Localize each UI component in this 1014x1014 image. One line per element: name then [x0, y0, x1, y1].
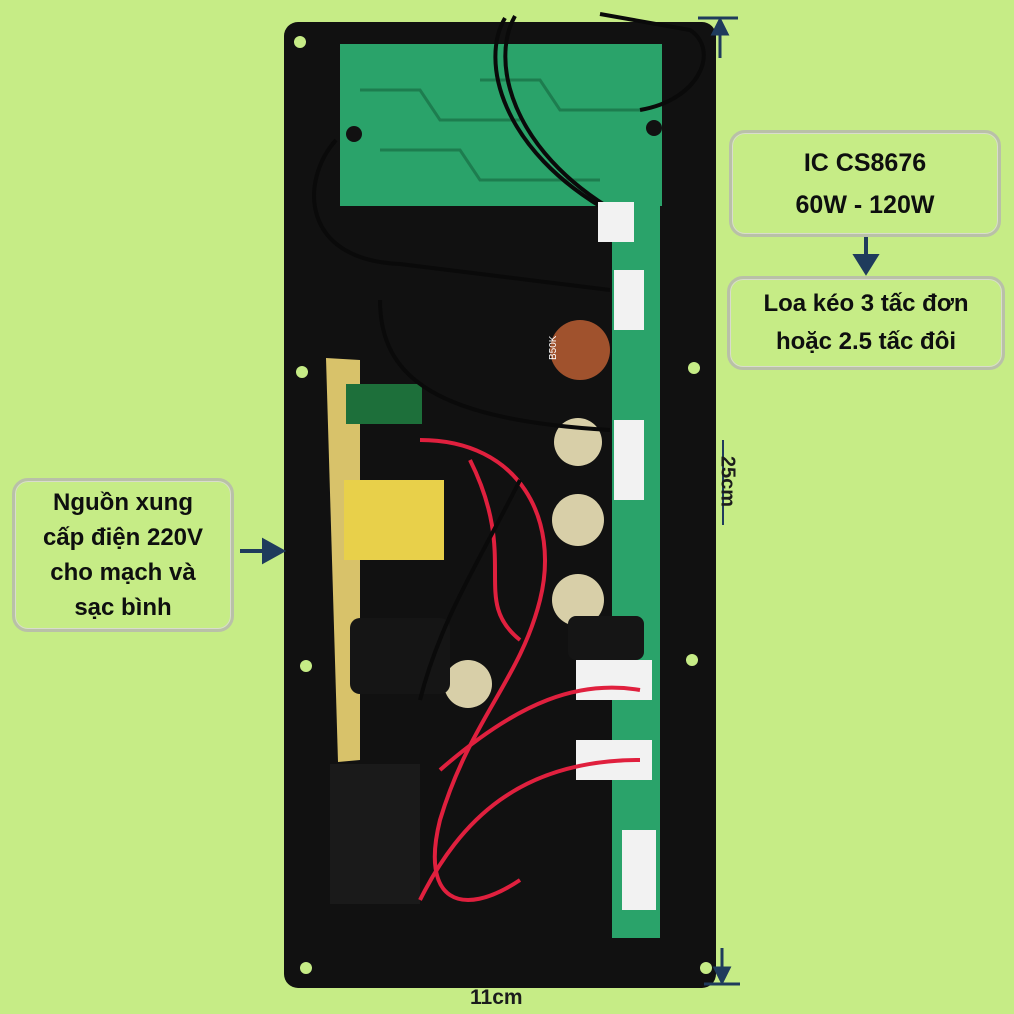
red-wires [418, 438, 641, 902]
power-switches [330, 764, 420, 904]
svg-text:B50K: B50K [548, 335, 559, 360]
ic-callout: IC CS8676 60W - 120W [729, 130, 1001, 237]
speaker-callout: Loa kéo 3 tấc đơn hoặc 2.5 tấc đôi [727, 276, 1005, 370]
volume-knob [550, 320, 610, 380]
speaker-line-1: Loa kéo 3 tấc đơn [763, 290, 969, 317]
height-dimension-label: 25cm [716, 455, 739, 508]
transformer [344, 480, 444, 560]
black-wires [312, 138, 611, 701]
mounting-holes [294, 36, 712, 974]
callout-arrows [240, 233, 880, 565]
dimension-arrows [698, 16, 740, 986]
connectors [576, 202, 656, 910]
ic-model-label: IC CS8676 [803, 148, 927, 177]
power-line-4: sạc bình [74, 594, 172, 621]
ic-power-label: 60W - 120W [795, 190, 935, 219]
power-line-1: Nguồn xung [53, 489, 193, 516]
power-line-3: cho mạch và [50, 559, 196, 586]
ribbon-cable [493, 12, 706, 214]
speaker-line-2: hoặc 2.5 tấc đôi [775, 328, 957, 355]
power-supply-callout: Nguồn xung cấp điện 220V cho mạch và sạc… [12, 478, 234, 632]
capacitor [568, 616, 644, 660]
width-dimension-label: 11cm [470, 986, 523, 1009]
power-line-2: cấp điện 220V [42, 524, 204, 551]
